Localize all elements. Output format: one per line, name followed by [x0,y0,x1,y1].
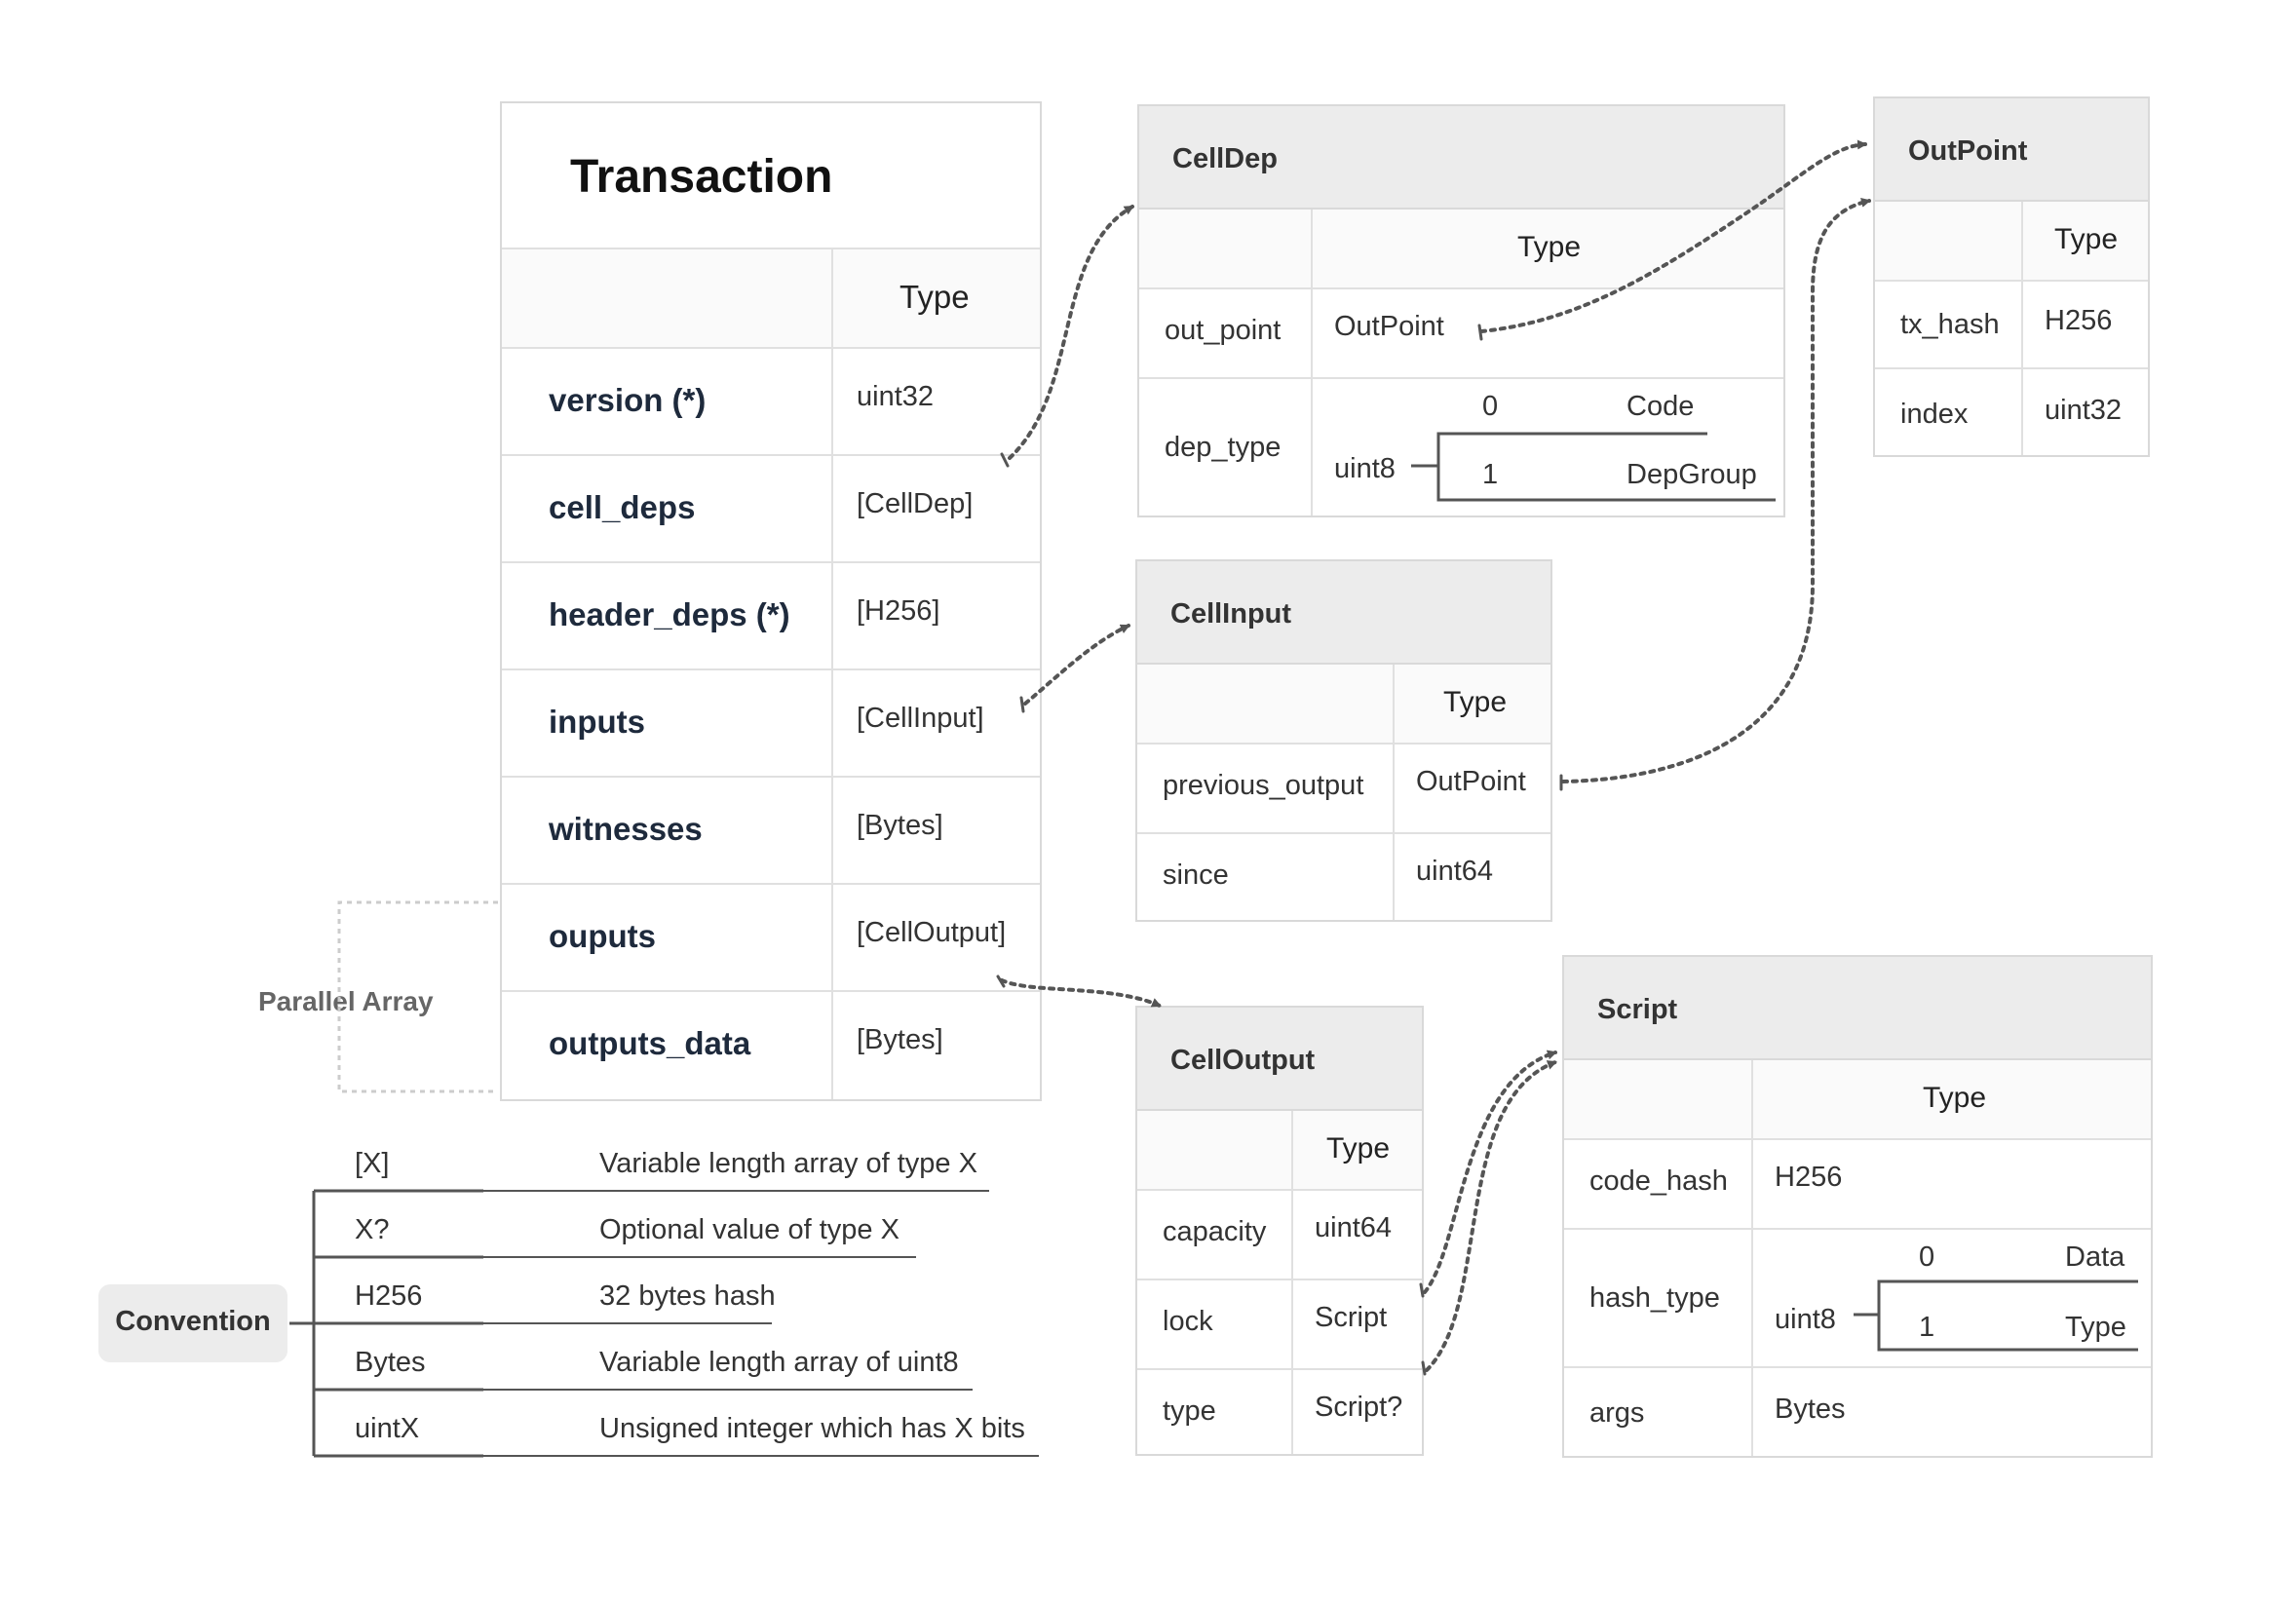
type-version: uint32 [857,381,935,412]
script-field-code-hash: code_hash [1589,1165,1728,1197]
script-enum-name-1: Type [2065,1312,2126,1343]
tick-outputs [996,974,1006,988]
convention-desc-2: 32 bytes hash [599,1280,776,1312]
convention-desc-1: Optional value of type X [599,1214,899,1245]
arrow-outpoint-to-outpoint-table [1479,139,1867,333]
arrow-outputs-to-celloutput [1000,978,1162,1008]
outpoint-type-index: uint32 [2045,395,2123,426]
outpoint-field-index: index [1900,399,1969,430]
script-type-hash-type: uint8 [1775,1304,1836,1335]
transaction-table: Transaction Type version (*) uint32 cell… [500,101,1042,1101]
field-header-deps: header_deps (*) [549,596,790,632]
arrow-cell-deps-to-celldep [1008,205,1134,460]
field-outputs-data: outputs_data [549,1025,751,1061]
celldep-title: CellDep [1172,143,1278,174]
script-enum-value-1: 1 [1919,1312,1935,1343]
arrow-type-to-script [1425,1060,1557,1372]
script-type-args: Bytes [1775,1394,1846,1425]
outpoint-title: OutPoint [1908,135,2028,167]
field-cell-deps: cell_deps [549,489,696,525]
parallel-array-bracket [337,900,498,1093]
celldep-enum-name-0: Code [1626,391,1695,422]
tick-type [1421,1360,1427,1376]
celloutput-field-lock: lock [1163,1306,1213,1337]
script-type-code-hash: H256 [1775,1162,1843,1193]
celldep-enum-value-1: 1 [1482,459,1499,490]
transaction-type-header: Type [899,279,970,315]
script-field-hash-type: hash_type [1589,1282,1720,1314]
script-field-args: args [1589,1397,1645,1429]
cellinput-type-header: Type [1443,686,1508,718]
script-table: Script Type code_hash H256 hash_type uin… [1562,955,2153,1458]
celldep-table: CellDep Type out_point OutPoint dep_type… [1137,104,1785,517]
convention-desc-3: Variable length array of uint8 [599,1347,959,1378]
type-witnesses: [Bytes] [857,810,943,841]
celloutput-table: CellOutput Type capacity uint64 lock Scr… [1135,1006,1424,1456]
outpoint-field-tx-hash: tx_hash [1900,309,2000,340]
convention-key-4: uintX [355,1413,420,1444]
celloutput-type-header: Type [1326,1132,1391,1165]
celldep-field-out-point: out_point [1165,315,1282,346]
arrow-inputs-to-cellinput [1023,624,1130,706]
outpoint-type-tx-hash: H256 [2045,305,2113,336]
celloutput-field-type: type [1163,1395,1216,1427]
script-enum-value-0: 0 [1919,1241,1935,1273]
celloutput-field-capacity: capacity [1163,1216,1267,1247]
convention-label-text: Convention [115,1306,271,1337]
transaction-title: Transaction [570,151,833,203]
tick-inputs [1019,696,1025,713]
convention-label: Convention [98,1284,287,1362]
cellinput-type-previous-output: OutPoint [1416,766,1526,797]
celloutput-type-lock: Script [1315,1302,1388,1333]
cellinput-field-previous-output: previous_output [1163,770,1364,801]
celloutput-title: CellOutput [1170,1045,1316,1076]
type-header-deps: [H256] [857,595,940,627]
cellinput-title: CellInput [1170,598,1292,630]
arrow-previous-output-to-outpoint [1561,197,1871,783]
outpoint-table: OutPoint Type tx_hash H256 index uint32 [1873,96,2150,457]
celldep-enum-bracket [1436,432,1462,502]
convention-key-2: H256 [355,1280,423,1312]
field-inputs: inputs [549,704,645,740]
arrow-lock-to-script [1423,1050,1557,1294]
convention-desc-0: Variable length array of type X [599,1148,977,1179]
field-outputs: ouputs [549,918,656,954]
convention-desc-4: Unsigned integer which has X bits [599,1413,1025,1444]
convention-key-1: X? [355,1214,390,1245]
celloutput-type-type: Script? [1315,1392,1403,1423]
celldep-field-dep-type: dep_type [1165,432,1282,463]
tick-cell-deps [1000,452,1010,468]
convention-key-3: Bytes [355,1347,426,1378]
script-type-header: Type [1923,1082,1987,1114]
outpoint-type-header: Type [2054,223,2119,255]
type-cell-deps: [CellDep] [857,488,974,519]
cellinput-field-since: since [1163,859,1229,891]
celldep-enum-value-0: 0 [1482,391,1499,422]
tick-out-point [1477,324,1483,341]
convention-key-0: [X] [355,1148,390,1179]
cellinput-type-since: uint64 [1416,856,1494,887]
type-outputs-data: [Bytes] [857,1024,943,1055]
script-title: Script [1597,994,1678,1025]
type-inputs: [CellInput] [857,703,984,734]
field-witnesses: witnesses [549,811,703,847]
celloutput-type-capacity: uint64 [1315,1212,1393,1243]
script-enum-name-0: Data [2065,1241,2125,1273]
cellinput-table: CellInput Type previous_output OutPoint … [1135,559,1552,922]
celldep-type-header: Type [1517,231,1582,263]
tick-lock [1419,1282,1425,1298]
field-version: version (*) [549,382,707,418]
type-outputs: [CellOutput] [857,917,1007,948]
celldep-type-dep-type: uint8 [1334,453,1396,484]
celldep-type-out-point: OutPoint [1334,311,1444,342]
celldep-enum-name-1: DepGroup [1626,459,1757,490]
parallel-array-label: Parallel Array [256,986,436,1017]
script-enum-bracket [1877,1279,1902,1352]
